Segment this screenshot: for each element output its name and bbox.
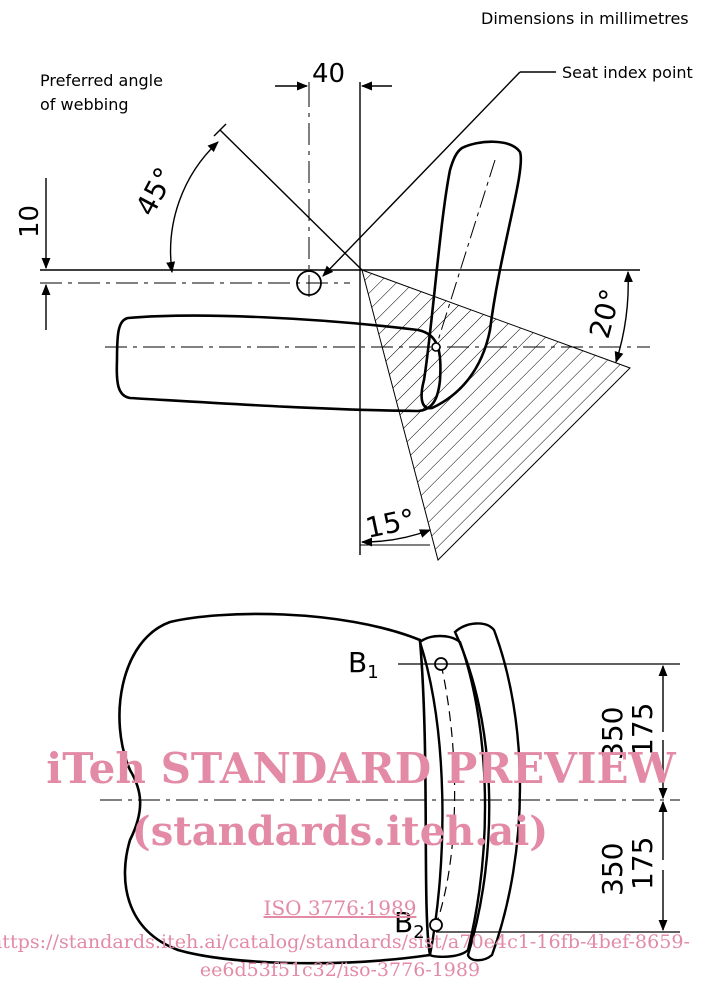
angle-20-label: 20°: [583, 285, 628, 341]
units-note: Dimensions in millimetres: [481, 9, 689, 28]
seat-index-point-label: Seat index point: [562, 63, 693, 82]
seat-back: [420, 140, 523, 410]
angle-15-label: 15°: [363, 502, 418, 545]
side-view: [40, 71, 650, 561]
back-centerline: [435, 159, 496, 348]
angle-45-label: 45°: [129, 162, 181, 221]
dim-40-label: 40: [312, 59, 345, 89]
dim-175-upper-label: 175: [626, 703, 659, 756]
anchor-b2: [429, 918, 443, 932]
top-view: [100, 612, 680, 965]
watermark-url-line2[interactable]: ee6d53f51c32/iso-3776-1989: [200, 959, 480, 981]
angle-arc-45: [166, 141, 219, 274]
seat-cushion-plan: [118, 612, 432, 965]
webbing-tick: [213, 123, 227, 137]
watermark-url-line1[interactable]: https://standards.iteh.ai/catalog/standa…: [0, 931, 690, 953]
h-point: [431, 342, 441, 352]
back-band-outer: [453, 622, 522, 962]
preferred-angle-label-1: Preferred angle: [40, 71, 163, 90]
watermark-title: iTeh STANDARD PREVIEW: [46, 744, 676, 793]
anchor-b1-label: B1: [348, 646, 379, 683]
webbing-line: [219, 129, 363, 271]
angle-arc-15: [360, 529, 432, 547]
dim-350-upper-label: 350: [596, 707, 629, 760]
watermark-doc-link[interactable]: ISO 3776:1989: [264, 896, 417, 920]
seat-index-point-circle: [296, 270, 322, 296]
dim-175-lower-label: 175: [626, 837, 659, 890]
dim-10-label: 10: [15, 205, 45, 238]
dim-350-lower-label: 350: [596, 843, 629, 896]
anchor-b2-label: B2: [394, 906, 425, 943]
angle-arc-20: [614, 270, 633, 364]
preferred-angle-label-2: of webbing: [40, 95, 129, 114]
back-band-inner: [418, 634, 487, 959]
belt-anchor-curve: [435, 663, 456, 926]
watermark-subtitle: (standards.iteh.ai): [132, 808, 548, 855]
seat-cushion: [115, 314, 442, 413]
seat-index-leader: [322, 71, 521, 277]
